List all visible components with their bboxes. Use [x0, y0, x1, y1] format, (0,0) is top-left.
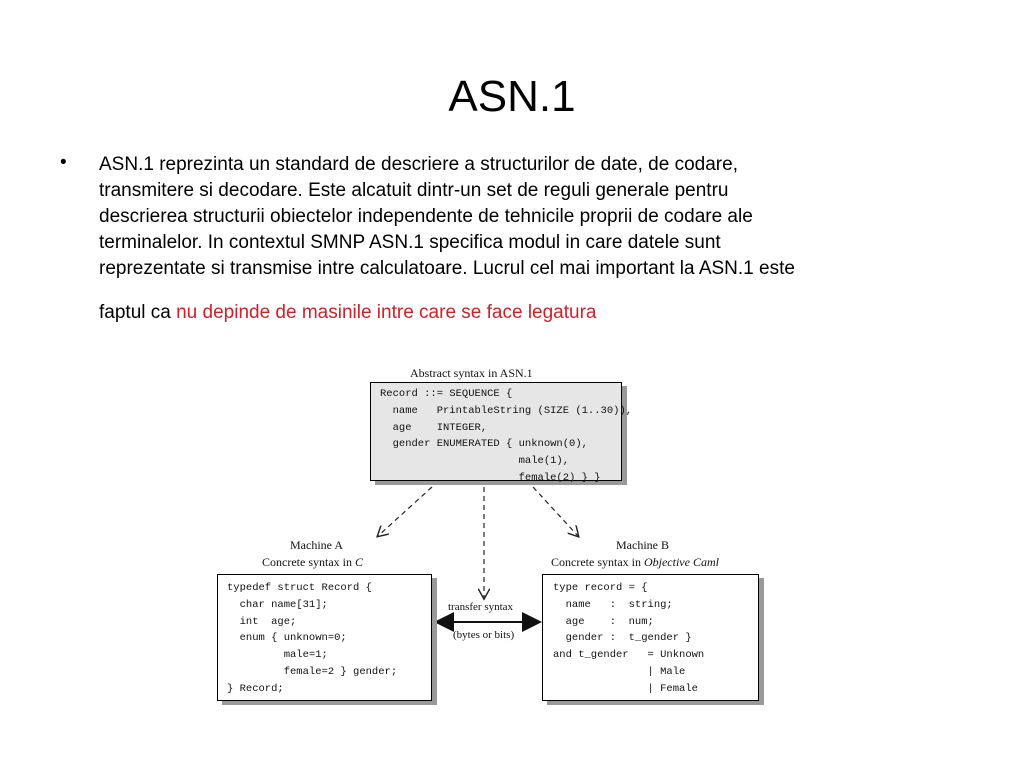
machine-b-subtitle: Concrete syntax in Objective Caml	[551, 555, 719, 570]
code-line: char name[31];	[227, 598, 328, 611]
paragraph-line: ASN.1 reprezinta un standard de descrier…	[99, 154, 738, 175]
transfer-syntax-label: transfer syntax	[448, 601, 514, 613]
paragraph-line: reprezentate si transmise intre calculat…	[99, 258, 795, 279]
abstract-syntax-box: Record ::= SEQUENCE { name PrintableStri…	[370, 382, 633, 484]
code-line: | Female	[553, 682, 698, 695]
machine-a-subtitle-prefix: Concrete syntax in	[262, 555, 355, 569]
code-line: gender : t_gender }	[553, 632, 692, 645]
code-line: typedef struct Record {	[227, 582, 372, 594]
bullet-paragraph: ASN.1 reprezinta un standard de descrier…	[99, 152, 959, 326]
code-line: Record ::= SEQUENCE {	[380, 388, 513, 400]
slide-title: ASN.1	[448, 72, 576, 121]
code-line: | Male	[553, 665, 686, 678]
code-line: and t_gender = Unknown	[553, 649, 705, 662]
code-line: } Record;	[227, 682, 284, 695]
machine-b-title: Machine B	[616, 538, 669, 552]
machine-a-title: Machine A	[290, 538, 343, 552]
dashed-arrow-to-machine-a	[378, 486, 433, 536]
paragraph-line: terminalelor. In contextul SMNP ASN.1 sp…	[99, 232, 721, 253]
machine-b-box: type record = { name : string; age : num…	[542, 574, 759, 701]
last-line-prefix: faptul ca	[99, 302, 177, 323]
paragraph-line: transmitere si decodare. Este alcatuit d…	[99, 180, 729, 201]
code-line: name PrintableString (SIZE (1..30)),	[380, 404, 633, 417]
code-line: male=1;	[227, 649, 328, 662]
machine-a-box: typedef struct Record { char name[31]; i…	[217, 574, 432, 701]
highlighted-statement: nu depinde de masinile intre care se fac…	[176, 302, 597, 323]
code-line: gender ENUMERATED { unknown(0),	[380, 438, 588, 451]
abstract-syntax-caption: Abstract syntax in ASN.1	[410, 366, 533, 380]
bullet-marker: •	[60, 152, 67, 173]
machine-a-language: C	[354, 555, 363, 569]
code-line: name : string;	[553, 598, 673, 611]
machine-b-language: Objective Caml	[643, 555, 719, 569]
code-line: age INTEGER,	[380, 421, 488, 434]
paragraph-last-line: faptul ca nu depinde de masinile intre c…	[99, 300, 959, 326]
code-line: male(1),	[380, 455, 570, 468]
dashed-arrow-to-machine-b	[532, 486, 578, 536]
code-line: age : num;	[553, 615, 654, 628]
code-line: female=2 } gender;	[227, 665, 398, 678]
transfer-syntax-sublabel: (bytes or bits)	[453, 629, 515, 641]
code-line: type record = {	[553, 582, 648, 594]
paragraph-line: descrierea structurii obiectelor indepen…	[99, 206, 753, 227]
machine-a-subtitle: Concrete syntax in C	[262, 555, 363, 570]
code-line: enum { unknown=0;	[227, 632, 347, 645]
code-line: int age;	[227, 615, 297, 628]
code-line: female(2) } }	[380, 471, 601, 484]
machine-b-subtitle-prefix: Concrete syntax in	[551, 555, 644, 569]
